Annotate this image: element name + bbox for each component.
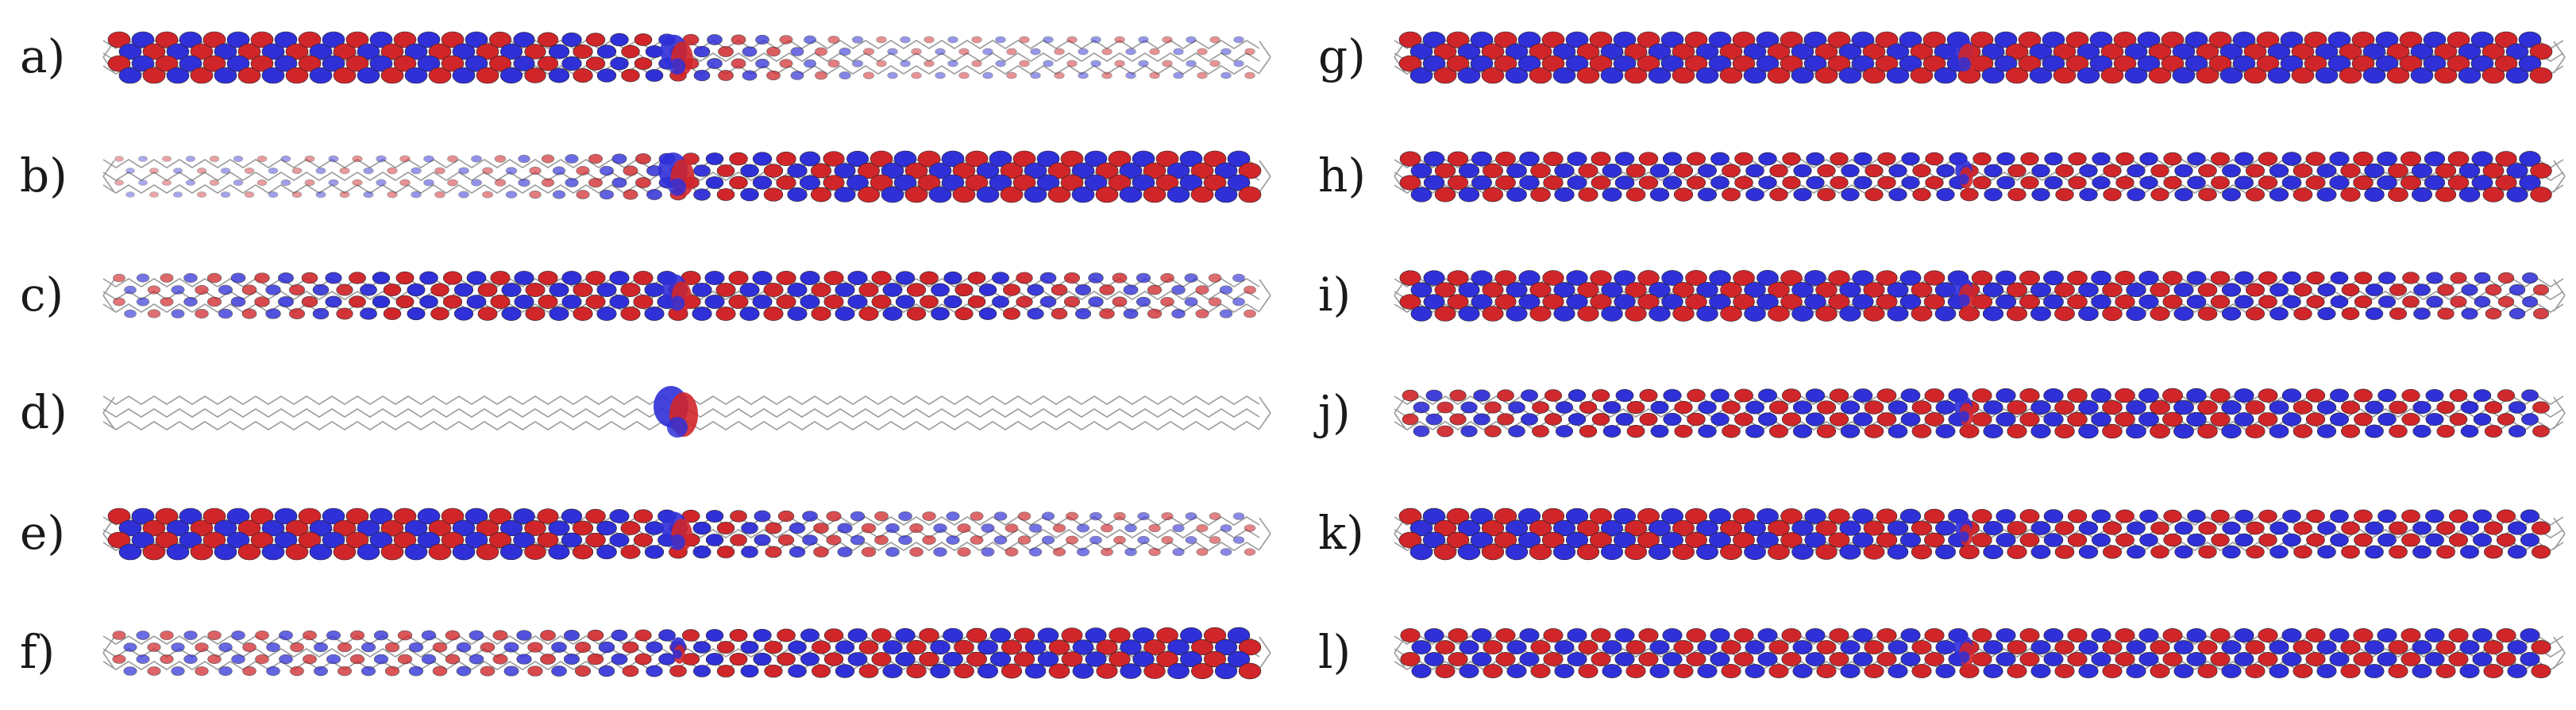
nanoribbon-orbital [102,31,1271,84]
panel-label: b) [20,149,67,203]
orbital-lobes [1399,151,2552,203]
orbital-lobes [107,31,1255,84]
panel-label: k) [1318,506,1364,560]
orbital-lobes [113,271,1256,321]
panel-label: j) [1318,385,1351,439]
panel-label: g) [1318,29,1366,83]
defect-site [1949,37,1977,74]
defect-site [1954,396,1974,426]
defect-site [661,511,692,552]
nanoribbon-orbital [102,271,1271,321]
orbital-lobes [112,627,1262,680]
panel-label: a) [20,29,66,83]
panel-label: e) [20,506,65,560]
panel-label: c) [20,268,64,322]
panel-label: l) [1318,625,1352,679]
defect-site [654,386,698,438]
nanoribbon-orbital [1394,31,2566,84]
nanoribbon-orbital [102,386,1271,438]
orbital-lobes [1402,388,2550,439]
panel-label: f) [20,625,56,679]
nanoribbon-orbital [1394,151,2566,203]
defect-site [1952,276,1976,311]
nanoribbon-orbital [102,627,1271,680]
orbital-lobes [1399,270,2550,322]
nanoribbon-orbital [1394,270,2566,322]
orbital-lobes [114,150,1262,203]
panel-label: i) [1318,268,1352,322]
nanoribbon-orbital [102,150,1271,203]
panel-label: h) [1318,149,1366,203]
nanoribbon-orbital [1394,507,2566,561]
nanoribbon-orbital [1394,628,2566,678]
orbital-lobes [1398,507,2551,561]
defect-site [661,274,692,313]
defect-site [660,34,693,76]
defect-site [658,152,695,197]
nanoribbon-orbital [1394,388,2566,439]
panel-label: d) [20,385,67,439]
nanoribbon-orbital [102,507,1271,561]
orbital-lobes [1400,628,2551,678]
defect-site [1955,159,1973,189]
defect-site [1955,516,1973,546]
orbital-lobes [1398,31,2553,84]
defect-site [670,637,686,664]
defect-site [1953,635,1975,667]
